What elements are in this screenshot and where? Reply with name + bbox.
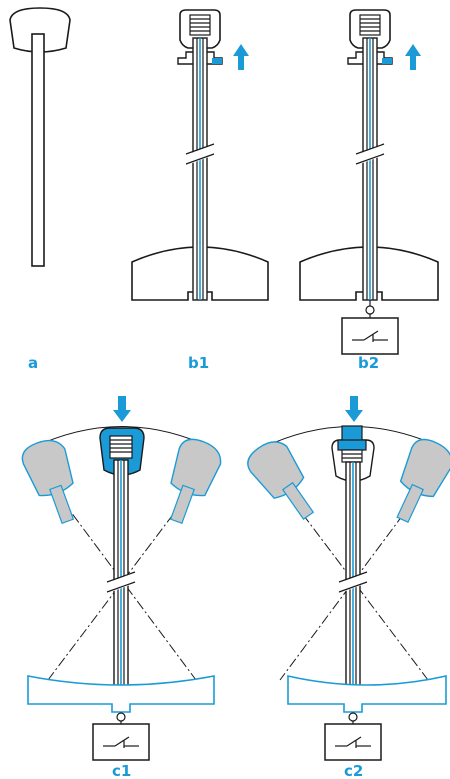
- label-a: a: [28, 354, 38, 372]
- arrow-down-icon: [113, 396, 131, 422]
- label-b2: b2: [358, 354, 379, 372]
- switch-icon: [341, 317, 399, 355]
- panel-c1: [21, 396, 222, 761]
- label-b1: b1: [188, 354, 209, 372]
- arrow-up-icon: [233, 44, 249, 70]
- arrow-up-icon: [405, 44, 421, 70]
- switch-icon: [324, 723, 382, 761]
- panel-b1: [131, 9, 269, 301]
- label-c2: c2: [344, 762, 363, 779]
- label-c1: c1: [112, 762, 131, 779]
- panel-a: [9, 7, 71, 267]
- panel-b2: [299, 9, 439, 355]
- panel-c2: [247, 396, 450, 761]
- arrow-down-icon: [345, 396, 363, 422]
- switch-icon: [92, 723, 150, 761]
